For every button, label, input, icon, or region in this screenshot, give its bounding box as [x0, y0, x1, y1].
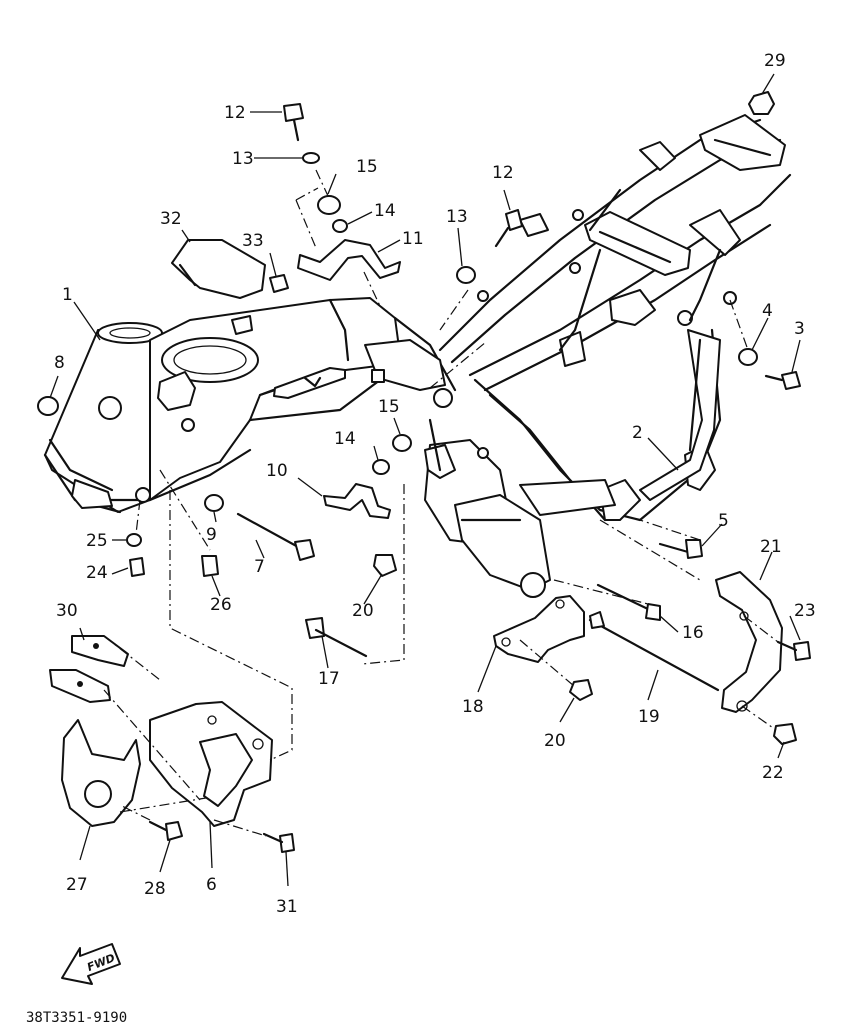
callout-15b: 15: [378, 397, 400, 417]
callout-33: 33: [242, 231, 264, 251]
callout-1: 1: [62, 285, 73, 305]
callout-12b: 12: [492, 163, 514, 183]
diagram-code: 38T3351-9190: [26, 1010, 127, 1026]
assembly-lines: [103, 169, 779, 837]
callout-27: 27: [66, 875, 88, 895]
forward-arrow-icon: FWD: [61, 943, 121, 985]
callout-30: 30: [56, 601, 78, 621]
callout-5: 5: [718, 511, 729, 531]
callout-28: 28: [144, 879, 166, 899]
callout-22: 22: [762, 763, 784, 783]
callout-14a: 14: [374, 201, 396, 221]
hardware: [37, 91, 811, 853]
callout-32: 32: [160, 209, 182, 229]
callout-21: 21: [760, 537, 782, 557]
callout-19: 19: [638, 707, 660, 727]
callout-12a: 12: [224, 103, 246, 123]
callout-29: 29: [764, 51, 786, 71]
callout-14b: 14: [334, 429, 356, 449]
callout-2: 2: [632, 423, 643, 443]
callout-labels: 1 2 3 4 5 6 7 8 9 10 11 12 12 13 13 14 1…: [54, 51, 816, 917]
rear-subframe: [438, 114, 792, 522]
callout-4: 4: [762, 301, 773, 321]
callout-10: 10: [266, 461, 288, 481]
callout-7: 7: [254, 557, 265, 577]
callout-20a: 20: [352, 601, 374, 621]
callout-26: 26: [210, 595, 232, 615]
main-frame: [43, 297, 457, 514]
callout-25: 25: [86, 531, 108, 551]
callout-23: 23: [794, 601, 816, 621]
callout-31: 31: [276, 897, 298, 917]
callout-20b: 20: [544, 731, 566, 751]
leader-lines: [49, 73, 801, 887]
engine-mount-area: [424, 388, 551, 598]
callout-17: 17: [318, 669, 340, 689]
callout-15a: 15: [356, 157, 378, 177]
rear-frame-arm-2: [639, 329, 721, 501]
callout-24: 24: [86, 563, 108, 583]
callout-13a: 13: [232, 149, 254, 169]
callout-3: 3: [794, 319, 805, 339]
callout-11: 11: [402, 229, 424, 249]
callout-8: 8: [54, 353, 65, 373]
callout-18: 18: [462, 697, 484, 717]
callout-9: 9: [206, 525, 217, 545]
callout-6: 6: [206, 875, 217, 895]
callout-13b: 13: [446, 207, 468, 227]
callout-16: 16: [682, 623, 704, 643]
